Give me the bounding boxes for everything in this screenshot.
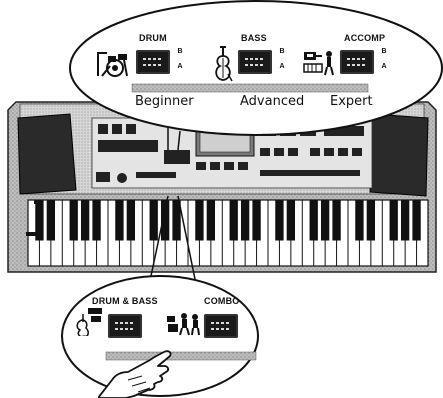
level-beginner: Beginner xyxy=(135,94,194,109)
drum-variation-b: B xyxy=(176,47,184,57)
drum-label: DRUM xyxy=(139,33,167,43)
bass-button[interactable] xyxy=(238,50,272,74)
drum-bass-icon xyxy=(74,306,106,336)
drum-kit-icon xyxy=(96,48,130,78)
bass-variation-b: B xyxy=(278,47,286,57)
accomp-label: ACCOMP xyxy=(344,33,385,43)
level-expert: Expert xyxy=(330,94,373,109)
drum-button[interactable] xyxy=(136,50,170,74)
double-bass-icon xyxy=(212,44,234,82)
accomp-button[interactable] xyxy=(340,50,374,74)
accomp-variation-b: B xyxy=(380,47,388,57)
pointing-hand-icon xyxy=(98,346,178,398)
accomp-variation-a: A xyxy=(380,62,388,72)
combo-button[interactable] xyxy=(204,314,238,338)
combo-label: COMBO xyxy=(204,296,240,306)
drum-variation-a: A xyxy=(176,62,184,72)
accompaniment-icon xyxy=(302,48,336,76)
drum-bass-label: DRUM & BASS xyxy=(92,296,158,306)
bass-label: BASS xyxy=(241,33,267,43)
bass-variation-a: A xyxy=(278,62,286,72)
combo-band-icon xyxy=(166,312,200,336)
drum-bass-button[interactable] xyxy=(108,314,142,338)
level-advanced: Advanced xyxy=(240,94,304,109)
